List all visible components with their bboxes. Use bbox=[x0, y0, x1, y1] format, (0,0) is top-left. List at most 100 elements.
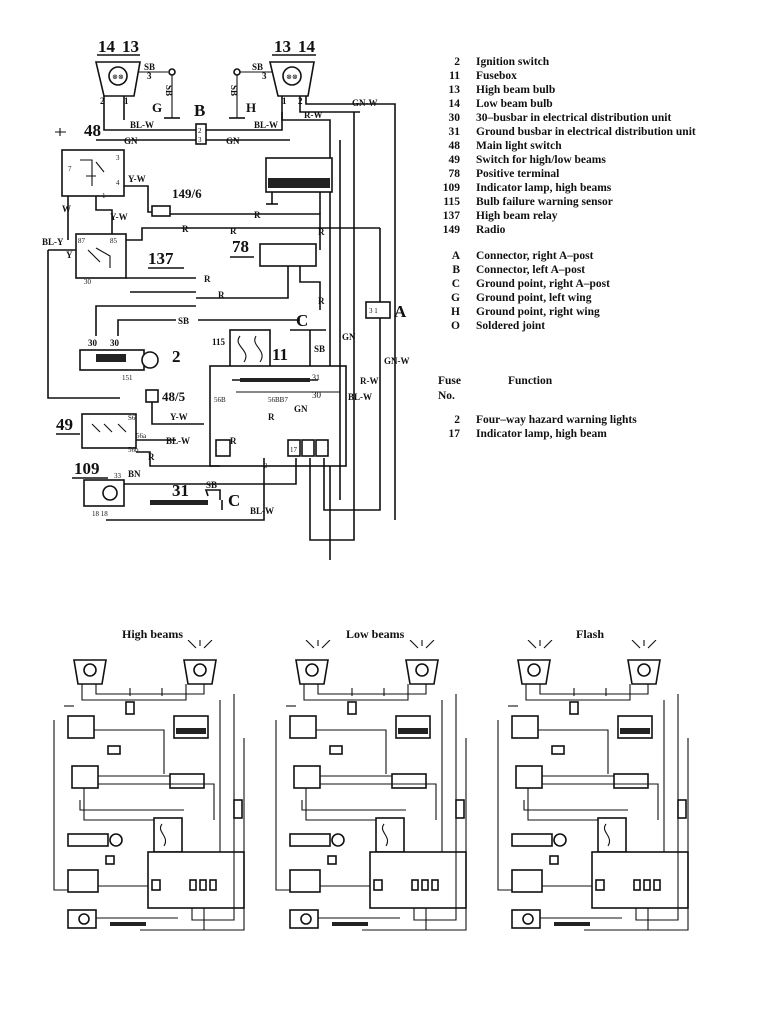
small-diagram-title-high-beams: High beams bbox=[122, 627, 184, 641]
connector-H: H bbox=[246, 100, 256, 115]
svg-text:R: R bbox=[254, 210, 261, 220]
svg-text:2: 2 bbox=[100, 96, 105, 106]
svg-text:R: R bbox=[318, 296, 325, 306]
component-109: 109 bbox=[74, 459, 100, 478]
svg-text:R: R bbox=[318, 227, 325, 237]
svg-text:GN: GN bbox=[226, 136, 240, 146]
svg-text:W: W bbox=[62, 204, 71, 214]
small-diagram-title-flash: Flash bbox=[576, 627, 605, 641]
component-149-6: 149/6 bbox=[172, 186, 202, 201]
svg-text:56b: 56b bbox=[128, 446, 139, 454]
svg-text:SB: SB bbox=[314, 344, 325, 354]
svg-text:17: 17 bbox=[290, 446, 298, 454]
soldered-joint-icon bbox=[168, 68, 176, 76]
connector-G: G bbox=[152, 100, 162, 115]
svg-text:56a: 56a bbox=[136, 432, 147, 440]
svg-text:SB: SB bbox=[206, 480, 217, 490]
component-115: 115 bbox=[212, 337, 226, 347]
svg-text:85: 85 bbox=[110, 237, 118, 245]
component-137: 137 bbox=[148, 249, 174, 268]
mini-diagram-low-beams bbox=[275, 659, 467, 931]
svg-text:Y: Y bbox=[66, 250, 73, 260]
svg-text:SB: SB bbox=[164, 85, 174, 96]
mini-diagram-flash bbox=[497, 659, 689, 931]
svg-text:1: 1 bbox=[102, 192, 106, 200]
svg-text:3: 3 bbox=[198, 136, 202, 144]
component-14-right: 14 bbox=[298, 37, 316, 56]
svg-text:GN: GN bbox=[124, 136, 138, 146]
component-13-left: 13 bbox=[122, 37, 139, 56]
svg-text:30: 30 bbox=[110, 338, 120, 348]
function-header: Function bbox=[508, 375, 553, 387]
svg-text:2: 2 bbox=[264, 462, 268, 470]
svg-text:33: 33 bbox=[114, 472, 122, 480]
svg-text:S6: S6 bbox=[128, 414, 136, 422]
svg-text:BL-Y: BL-Y bbox=[42, 237, 64, 247]
svg-text:GN-W: GN-W bbox=[352, 98, 378, 108]
svg-text:3: 3 bbox=[262, 71, 267, 81]
svg-text:4: 4 bbox=[116, 179, 120, 187]
svg-text:7: 7 bbox=[68, 165, 72, 173]
svg-text:R: R bbox=[230, 226, 237, 236]
svg-text:R: R bbox=[182, 224, 189, 234]
svg-text:R: R bbox=[204, 274, 211, 284]
connector-C-bottom: C bbox=[228, 491, 240, 510]
svg-text:151: 151 bbox=[122, 374, 133, 382]
svg-text:SB: SB bbox=[252, 62, 263, 72]
fuse-header: Fuse bbox=[438, 375, 461, 387]
component-14-left: 14 bbox=[98, 37, 116, 56]
svg-text:1: 1 bbox=[282, 96, 287, 106]
component-11: 11 bbox=[272, 345, 288, 364]
svg-text:R: R bbox=[268, 412, 275, 422]
svg-text:18 18: 18 18 bbox=[92, 510, 108, 518]
mini-diagram-high-beams bbox=[53, 659, 245, 931]
soldered-joint-icon bbox=[233, 68, 241, 76]
svg-text:BL-W: BL-W bbox=[130, 120, 154, 130]
component-13-right: 13 bbox=[274, 37, 291, 56]
fuse-table-header: Fuse Function No. bbox=[438, 375, 552, 402]
component-49: 49 bbox=[56, 415, 73, 434]
svg-text:BL-W: BL-W bbox=[254, 120, 278, 130]
svg-text:GN-W: GN-W bbox=[384, 356, 410, 366]
svg-text:R: R bbox=[218, 290, 225, 300]
no-header: No. bbox=[438, 390, 455, 402]
connector-B: B bbox=[194, 101, 205, 120]
svg-text:Y-W: Y-W bbox=[110, 212, 128, 222]
svg-text:56BB7: 56BB7 bbox=[268, 396, 288, 404]
headlamp-right: ⊗⊗ bbox=[268, 61, 315, 97]
svg-text:30: 30 bbox=[312, 390, 322, 400]
svg-text:R: R bbox=[230, 436, 237, 446]
component-31: 31 bbox=[172, 481, 189, 500]
small-diagram-title-low-beams: Low beams bbox=[346, 627, 405, 641]
svg-text:R-W: R-W bbox=[304, 110, 323, 120]
svg-text:BL-W: BL-W bbox=[250, 506, 274, 516]
svg-text:31: 31 bbox=[312, 373, 320, 382]
connector-A: A bbox=[394, 302, 407, 321]
svg-text:⊗⊗: ⊗⊗ bbox=[286, 73, 298, 81]
svg-text:SB: SB bbox=[144, 62, 155, 72]
svg-text:SB: SB bbox=[178, 316, 189, 326]
beam-rays-icon bbox=[187, 640, 657, 649]
svg-text:SB: SB bbox=[229, 85, 239, 96]
svg-text:BN: BN bbox=[128, 469, 141, 479]
svg-text:56B: 56B bbox=[214, 396, 226, 404]
svg-text:87: 87 bbox=[78, 237, 86, 245]
svg-text:Y-W: Y-W bbox=[170, 412, 188, 422]
svg-text:3: 3 bbox=[116, 154, 120, 162]
